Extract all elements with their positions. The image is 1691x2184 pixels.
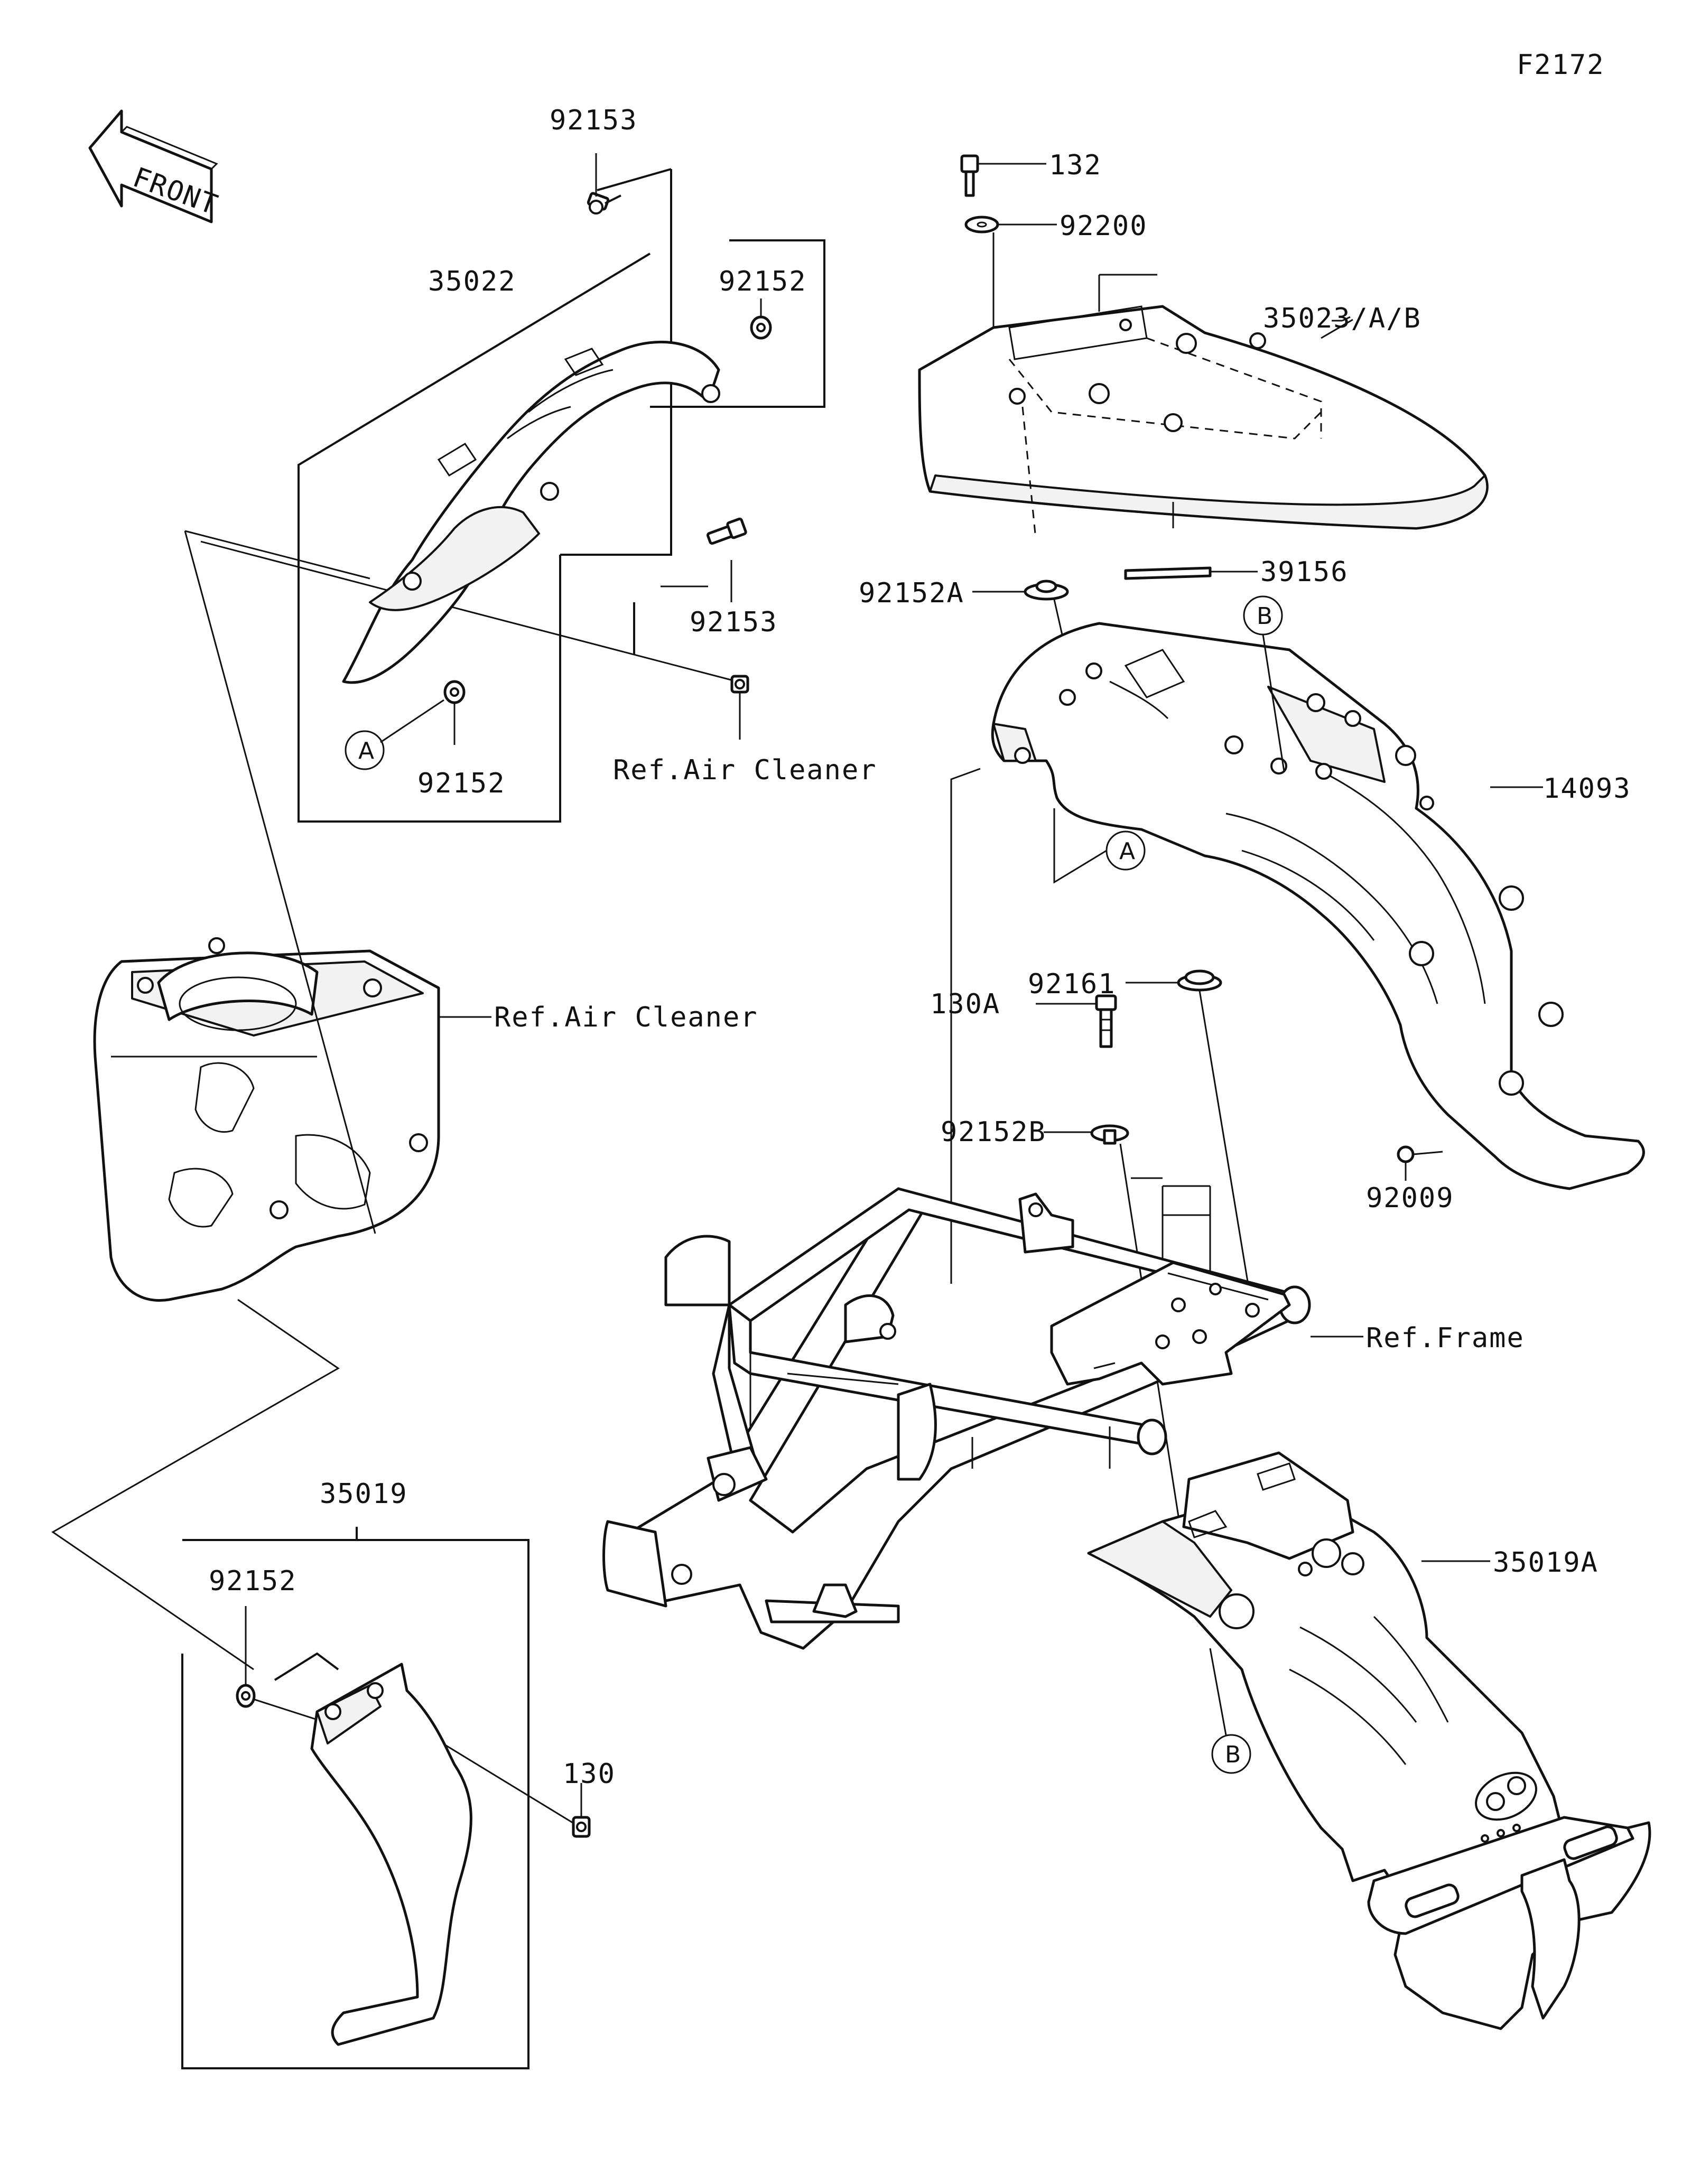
label-ref-frame: Ref.Frame: [1366, 1322, 1525, 1354]
figure-code: F2172: [1517, 49, 1605, 81]
air-cleaner-group: Ref.Air Cleaner: [93, 530, 758, 1302]
callout-b-bottom: [1211, 1734, 1251, 1774]
label-14093: 14093: [1543, 773, 1631, 805]
callout-a-right-text: A: [1119, 838, 1135, 865]
part-14093-group: 14093 B A 92009: [950, 595, 1645, 1284]
bolt-130A-icon: [1095, 994, 1117, 1048]
part-35023-group: 132 92200 35023/A/B: [859, 150, 1489, 682]
label-ref-air-cleaner-mid: Ref.Air Cleaner: [494, 1002, 758, 1033]
front-arrow-icon: FRONT: [88, 109, 222, 223]
part-35019A-group: 35019A B: [1087, 1451, 1651, 2030]
bolt-92153-mid-icon: [707, 517, 747, 545]
nut-92152-35019-icon: [236, 1684, 256, 1708]
callout-a-left-text: A: [358, 738, 374, 764]
label-130: 130: [563, 1758, 616, 1790]
label-35022: 35022: [428, 266, 516, 297]
seat-bracket-plate: [1050, 1261, 1291, 1386]
label-plate-39156-icon: [1124, 566, 1212, 580]
label-92152A: 92152A: [859, 577, 964, 609]
part-35019-group: 35019 92152 130: [51, 1299, 616, 2069]
label-35023: 35023/A/B: [1263, 303, 1421, 334]
label-92153-top: 92153: [550, 105, 638, 136]
label-35019A: 35019A: [1493, 1547, 1599, 1579]
washer-92200-icon: [964, 216, 999, 234]
label-ref-air-cleaner-top: Ref.Air Cleaner: [613, 754, 877, 786]
callout-b-bottom-text: B: [1225, 1741, 1241, 1768]
rear-fender-35019A: [1087, 1451, 1651, 2030]
label-92152-bottom: 92152: [417, 768, 506, 799]
inner-fender-35022: [342, 341, 720, 684]
label-35019: 35019: [320, 1478, 408, 1510]
bolt-92153-top-icon: [587, 192, 621, 214]
nut-92152-top-icon: [750, 315, 772, 340]
bolt-132-icon: [960, 154, 979, 197]
label-92009: 92009: [1366, 1182, 1454, 1214]
callout-b-top-text: B: [1257, 603, 1272, 630]
part-35022-group: A 92153 35022 92152 92153 92152 Ref.Air …: [184, 105, 877, 823]
callout-a-left: [345, 730, 385, 770]
washer-92152B-icon: [1090, 1124, 1129, 1145]
label-92200: 92200: [1060, 210, 1148, 242]
nut-92152-bottom-icon: [443, 680, 466, 704]
inner-fender-35019: [310, 1663, 472, 2046]
screw-92009-icon: [1397, 1145, 1415, 1163]
rear-fender-14093: [991, 622, 1645, 1190]
label-39156: 39156: [1260, 556, 1349, 588]
rear-frame: [602, 1187, 1311, 1650]
bolt-ref-air-cleaner-icon: [730, 675, 749, 694]
seat-cowl-35023: [918, 305, 1489, 530]
label-130A: 130A: [930, 988, 1000, 1020]
label-92153-mid: 92153: [690, 606, 778, 638]
frame-group: Ref.Frame: [602, 1187, 1525, 1650]
label-132: 132: [1049, 150, 1102, 181]
grommet-92152A-icon: [1024, 580, 1069, 601]
grommet-92161-icon: [1177, 969, 1222, 992]
bolt-130-icon: [572, 1816, 591, 1838]
label-92152B: 92152B: [941, 1116, 1046, 1148]
label-92152-35019: 92152: [209, 1565, 297, 1597]
label-92152-top-right: 92152: [719, 266, 807, 297]
